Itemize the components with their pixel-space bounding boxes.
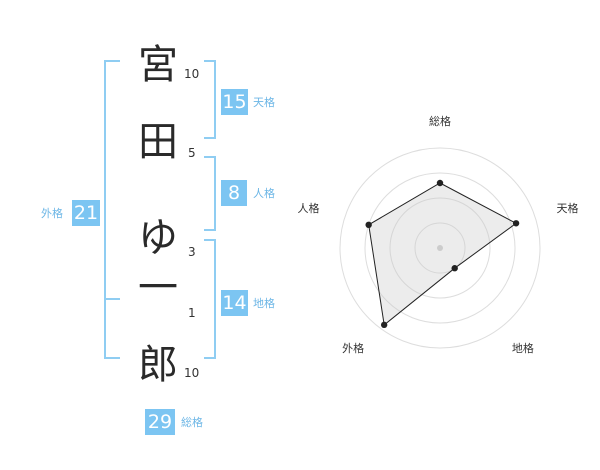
jinkaku-label: 人格: [253, 187, 275, 200]
radar-axis-label: 地格: [511, 341, 534, 355]
radar-ring: [339, 147, 541, 349]
radar-polygon: [368, 182, 518, 326]
gaikaku-label: 外格: [41, 207, 63, 220]
stroke-count-5: 10: [184, 366, 200, 380]
radar-axis-label: 人格: [297, 202, 320, 216]
jinkaku-badge: 8: [221, 180, 247, 206]
radar-ring: [364, 172, 516, 324]
name-char-3: ゆ: [138, 215, 178, 261]
chikaku-badge: 14: [221, 290, 248, 316]
gaikaku-badge: 21: [72, 200, 100, 226]
name-char-1: 宮: [138, 42, 178, 88]
chikaku-label: 地格: [253, 297, 275, 310]
name-char-2: 田: [138, 119, 178, 165]
tenkaku-badge: 15: [221, 89, 248, 115]
radar-axis-label: 外格: [342, 341, 365, 355]
soukaku-badge: 29: [145, 409, 175, 435]
name-char-4: 一: [138, 265, 178, 311]
stroke-count-3: 3: [188, 245, 196, 259]
radar-point: [512, 220, 520, 227]
tenkaku-label: 天格: [253, 96, 275, 109]
radar-axis-label: 天格: [556, 202, 579, 216]
radar-axis-label: 総格: [429, 115, 451, 128]
name-char-5: 郎: [138, 342, 178, 388]
radar-point: [436, 179, 444, 187]
radar-center: [437, 245, 443, 251]
stroke-count-2: 5: [188, 146, 196, 160]
radar-ring: [414, 222, 466, 274]
radar-point: [365, 221, 372, 229]
radar-point: [451, 265, 458, 272]
soukaku-label: 総格: [181, 416, 203, 429]
stroke-count-1: 10: [184, 67, 200, 81]
radar-point: [380, 321, 388, 329]
radar-ring: [389, 197, 491, 299]
stroke-count-4: 1: [188, 306, 196, 320]
